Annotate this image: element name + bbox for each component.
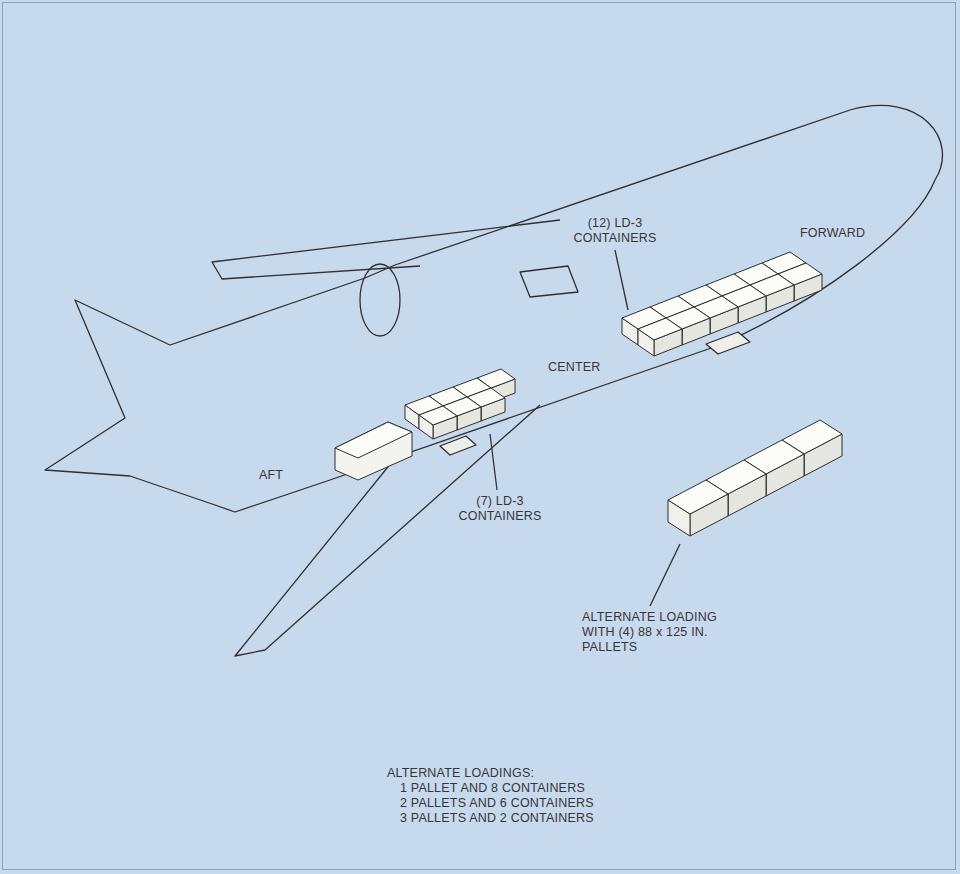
cargo-door xyxy=(706,332,750,354)
section-label: AFT xyxy=(259,468,283,483)
cargo-door xyxy=(440,436,476,455)
fuselage-lower xyxy=(330,180,935,480)
bulk-compartment xyxy=(335,422,412,480)
note-line: 3 PALLETS AND 2 CONTAINERS xyxy=(400,811,594,826)
far-wing xyxy=(212,220,560,279)
pallet xyxy=(668,480,728,514)
callout-label: (12) LD-3 CONTAINERS xyxy=(565,216,665,246)
near-wing xyxy=(235,405,540,656)
leader-line xyxy=(615,250,628,310)
fuselage-upper xyxy=(395,105,942,265)
callout-label: (7) LD-3 CONTAINERS xyxy=(450,494,550,524)
tail-section xyxy=(45,265,395,512)
tail-engine xyxy=(360,264,400,336)
far-nacelle xyxy=(520,266,578,297)
section-label: CENTER xyxy=(548,360,601,375)
ld3-container xyxy=(638,318,682,340)
note-line: 2 PALLETS AND 6 CONTAINERS xyxy=(400,796,594,811)
bulk-compartment xyxy=(335,422,412,458)
callout-label: ALTERNATE LOADING WITH (4) 88 x 125 IN. … xyxy=(582,610,722,655)
leader-line xyxy=(650,544,680,606)
section-label: FORWARD xyxy=(800,226,865,241)
note-heading: ALTERNATE LOADINGS: xyxy=(387,766,534,781)
leader-line xyxy=(490,434,497,490)
ld3-container xyxy=(419,406,457,425)
note-line: 1 PALLET AND 8 CONTAINERS xyxy=(400,781,585,796)
